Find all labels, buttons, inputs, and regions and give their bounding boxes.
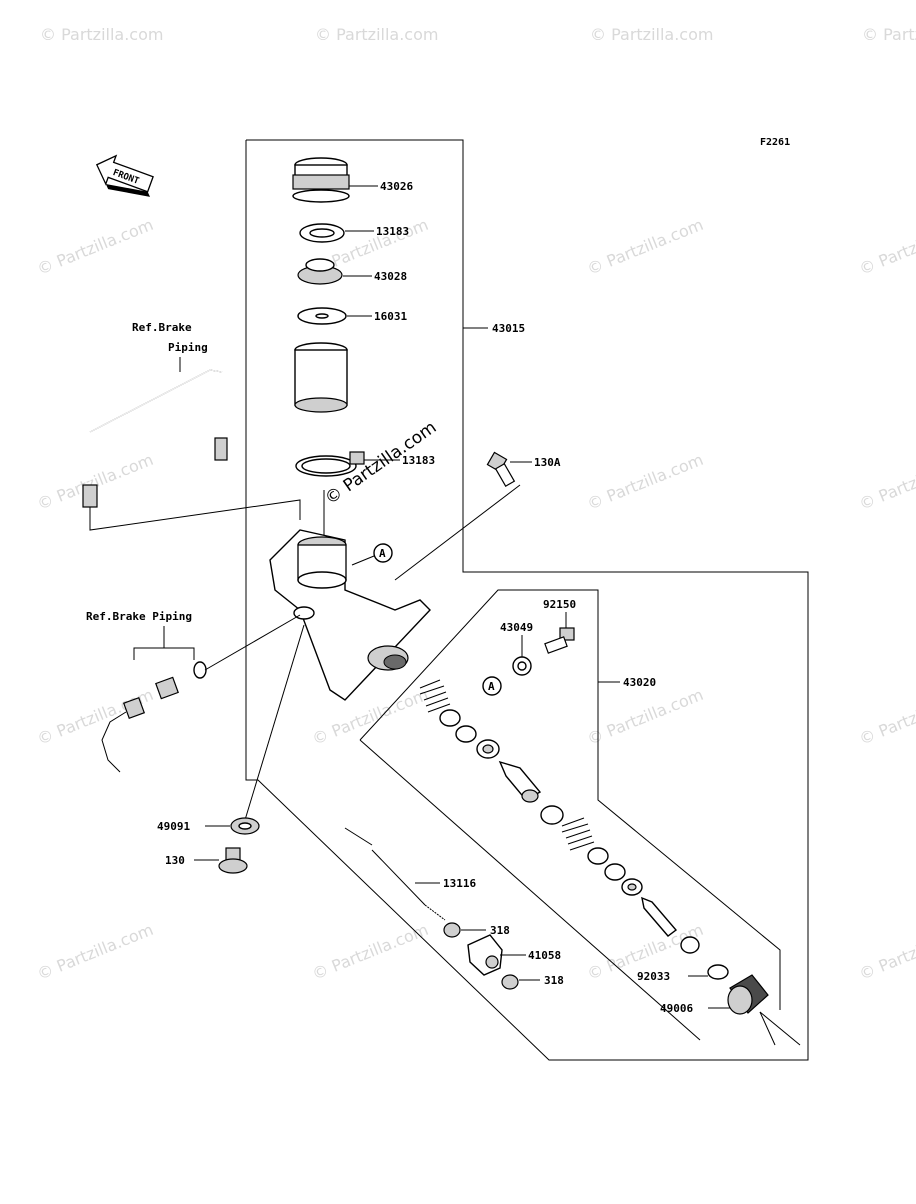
brake-pipe-upper (82, 369, 228, 508)
watermark: © Partzilla.com (34, 920, 156, 984)
watermark: © Partzilla.com (862, 25, 916, 44)
marker-a-label: A (488, 680, 495, 693)
watermark: © Partzilla.com (584, 450, 706, 514)
part-number-49006: 49006 (660, 1002, 693, 1015)
watermark: © Partzilla.com (856, 215, 916, 279)
reservoir-cap (292, 157, 350, 203)
watermark: © Partzilla.com (309, 685, 431, 749)
reservoir-body (294, 342, 348, 413)
part-number-318-lower: 318 (544, 974, 564, 987)
watermark: © Partzilla.com (856, 685, 916, 749)
lock-nut (443, 922, 461, 938)
group-outline-43015 (245, 139, 809, 1061)
part-number-43015: 43015 (492, 322, 525, 335)
part-number-49091: 49091 (157, 820, 190, 833)
watermark: © Partzilla.com (315, 25, 438, 44)
part-number-13116: 13116 (443, 877, 476, 890)
dust-boot (727, 974, 769, 1015)
piston-kit (419, 679, 700, 954)
watermark: © Partzilla.com (40, 25, 163, 44)
brake-pipe-lower (101, 661, 207, 773)
watermark: © Partzilla.com (34, 215, 156, 279)
reference-marker-a (373, 543, 393, 563)
marker-a-label: A (379, 547, 386, 560)
mount-bolt (218, 847, 248, 874)
watermark: © Partzilla.com (856, 450, 916, 514)
reference-marker-a (482, 676, 502, 696)
circlip (707, 964, 729, 980)
clevis (467, 934, 503, 976)
part-number-43026: 43026 (380, 180, 413, 193)
group-outline-43020 (359, 589, 781, 1010)
part-number-130: 130 (165, 854, 185, 867)
front-arrow-icon: FRONT (95, 154, 154, 197)
part-number-92033: 92033 (637, 970, 670, 983)
part-number-318-upper: 318 (490, 924, 510, 937)
part-number-16031: 16031 (374, 310, 407, 323)
part-number-92150: 92150 (543, 598, 576, 611)
watermark: © Partzilla.com (584, 685, 706, 749)
part-number-130A: 130A (534, 456, 561, 469)
part-number-43020: 43020 (623, 676, 656, 689)
bleeder-bolt (486, 451, 516, 487)
watermark: © Partzilla.com (34, 685, 156, 749)
switch-bolt (544, 627, 575, 654)
master-cylinder-body (269, 529, 431, 701)
watermark: © Partzilla.com (856, 920, 916, 984)
part-number-13183-clamp: 13183 (402, 454, 435, 467)
ref-brake-piping-top-line2: Piping (168, 341, 208, 354)
ref-brake-piping-left: Ref.Brake Piping (86, 610, 192, 623)
watermark: © Partzilla.com (584, 215, 706, 279)
part-number-43028: 43028 (374, 270, 407, 283)
watermark-layer: © Partzilla.com © Partzilla.com © Partzi… (34, 25, 916, 984)
part-number-41058: 41058 (528, 949, 561, 962)
part-number-13183-plate: 13183 (376, 225, 409, 238)
push-rod (344, 827, 446, 921)
diagram-code: F2261 (760, 137, 790, 148)
ref-brake-piping-top-line1: Ref.Brake (132, 321, 192, 334)
part-number-43049: 43049 (500, 621, 533, 634)
watermark: © Partzilla.com (590, 25, 713, 44)
lock-nut (501, 974, 519, 990)
